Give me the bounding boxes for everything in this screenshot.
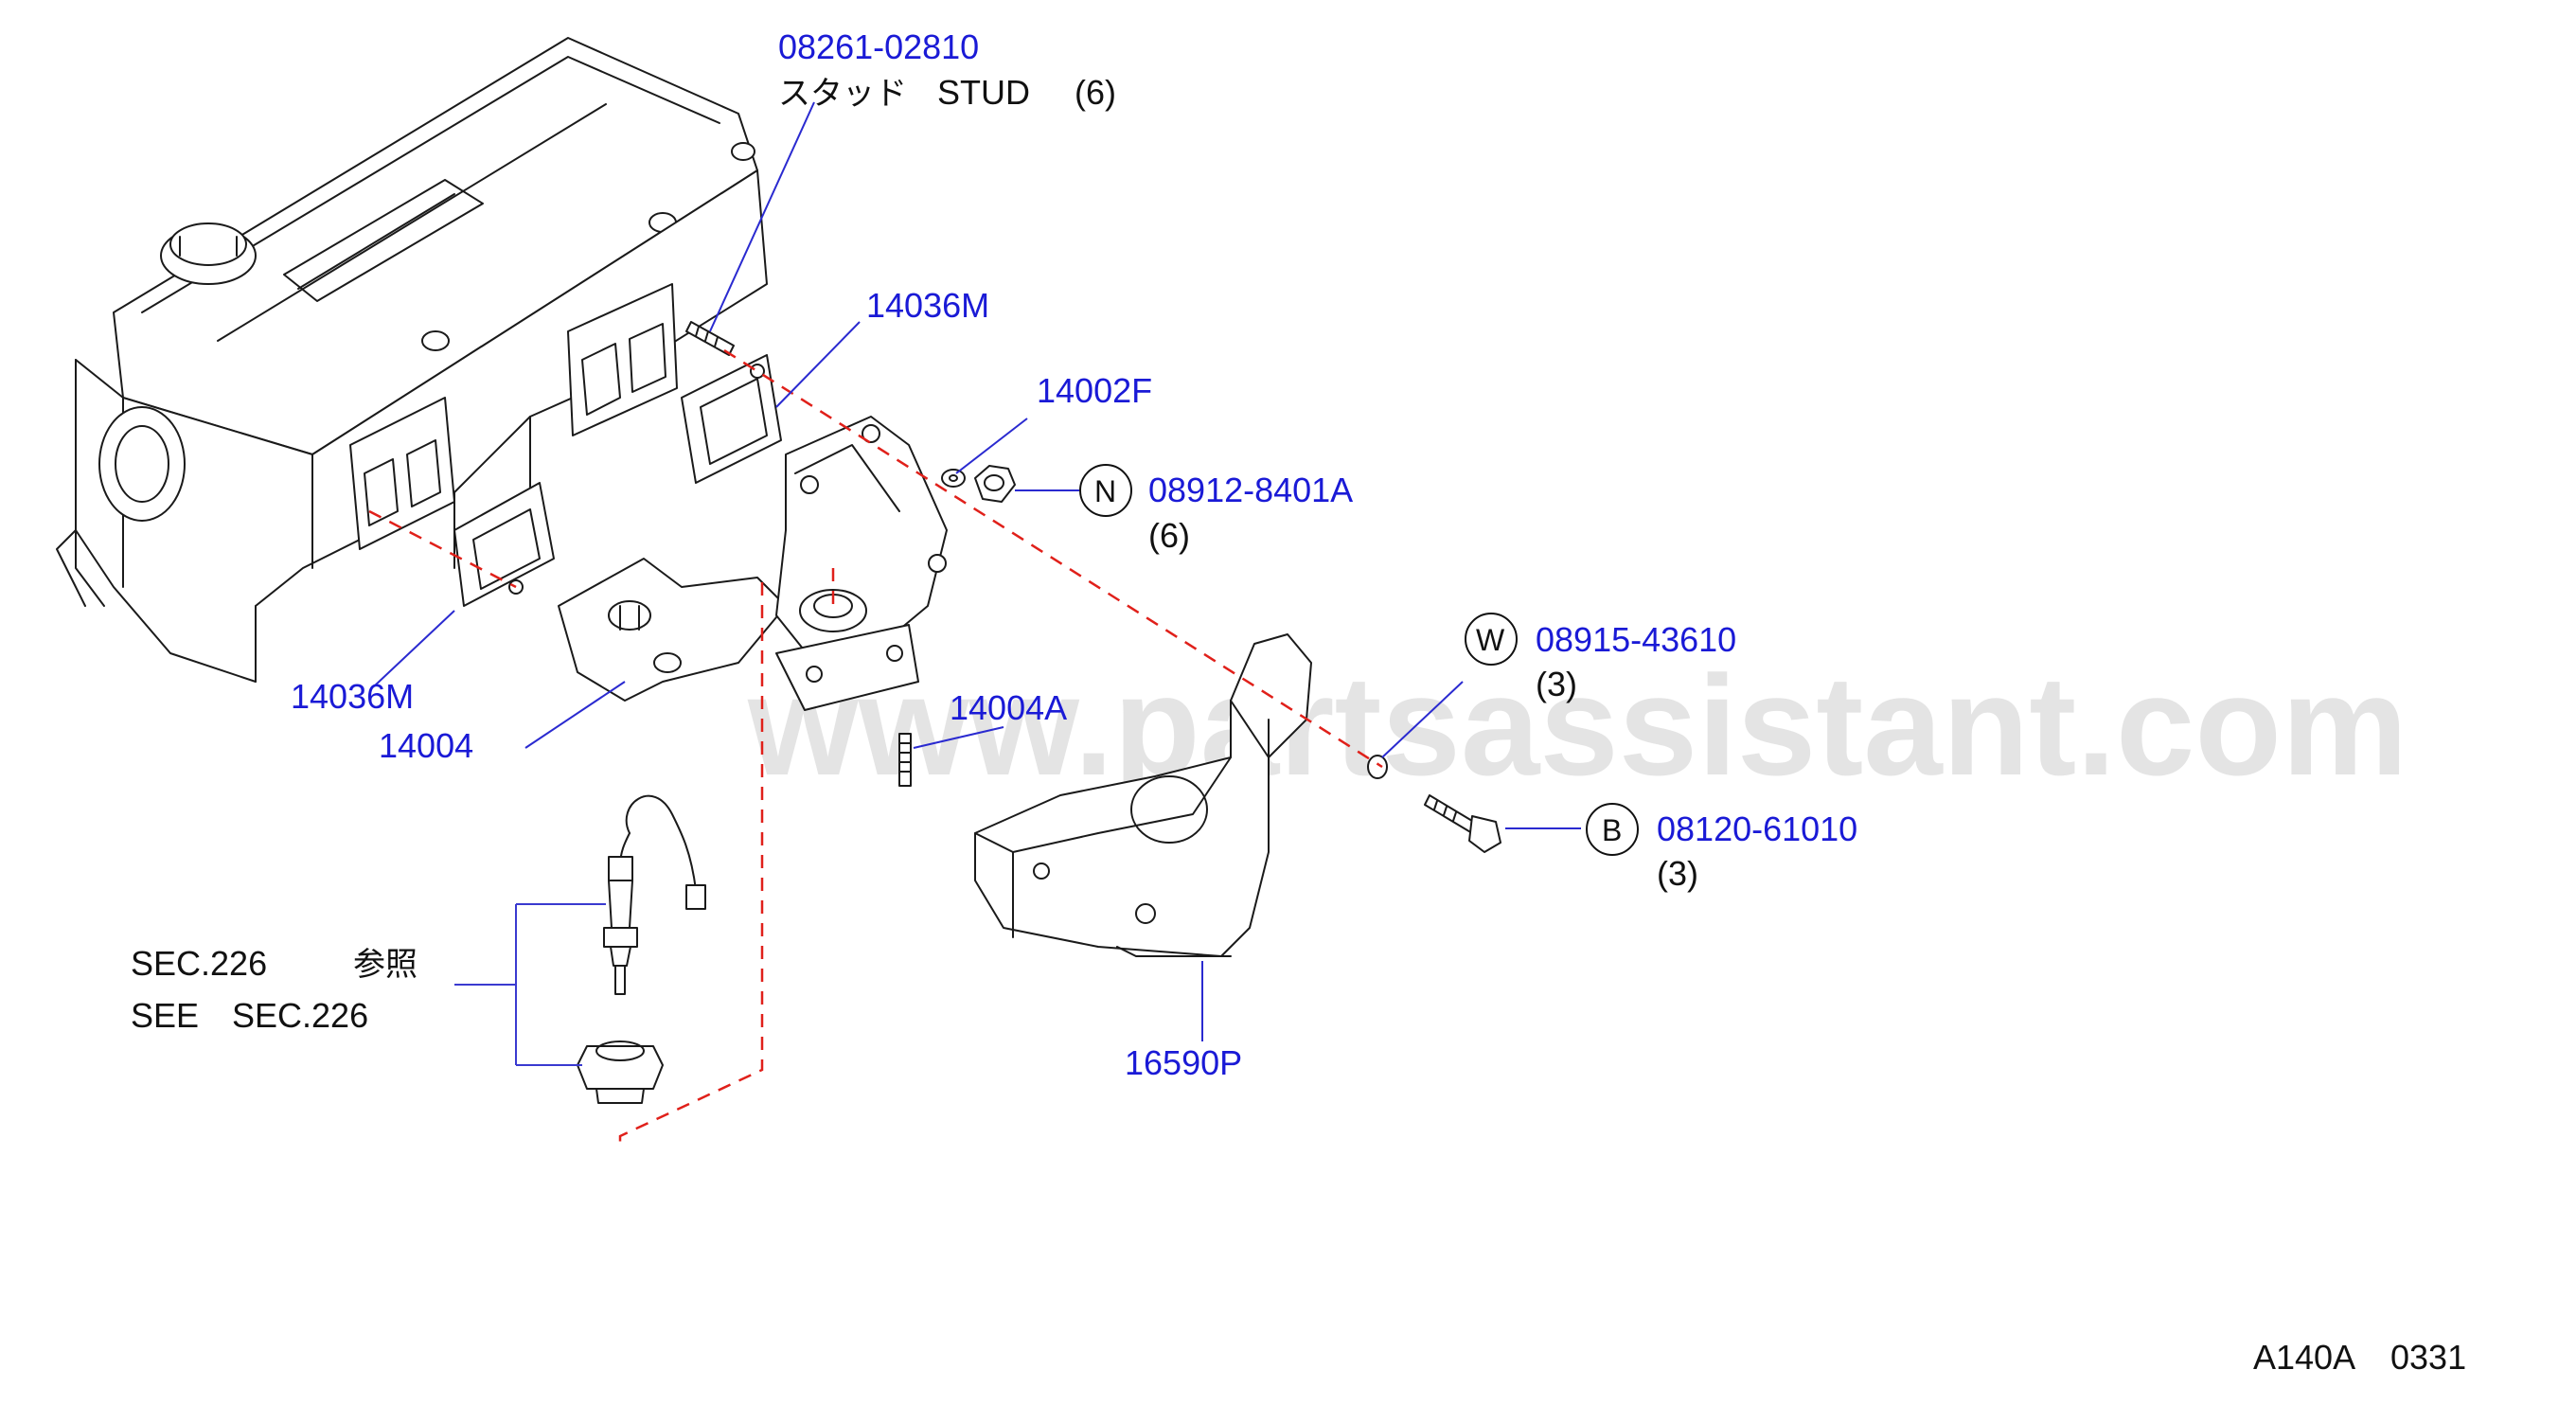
cylinder-head-drawing [56,37,768,683]
washer2-quantity: (3) [1536,665,1577,703]
exhaust-manifold-drawing [558,416,948,711]
manifold-stud-drawing [898,733,912,787]
nut-part-number[interactable]: 08912-8401A [1148,471,1353,509]
gasket-lower-drawing [453,482,555,607]
washer-w-drawing [1367,755,1388,779]
bolt-part-number[interactable]: 08120-61010 [1657,809,1857,848]
watermark-text: www.partsassistant.com [747,646,2407,805]
washer-drawing [941,469,966,488]
bolt-badge-letter: B [1602,813,1622,847]
washer-badge-letter: W [1476,623,1505,657]
nut-badge-circle [1079,464,1132,517]
stud-part-number[interactable]: 08261-02810 [778,27,979,66]
manifold-stud-part-number[interactable]: 14004A [950,688,1067,727]
oxygen-sensor-drawing [603,794,706,995]
bolt-badge-circle [1586,803,1639,856]
manifold-part-number[interactable]: 14004 [379,726,473,765]
nut-quantity: (6) [1148,516,1190,555]
see-sec-line2-b: SEC.226 [232,996,368,1035]
see-sec-line1: SEC.226 [131,944,267,983]
stud-jp-label: スタッド [778,75,907,113]
bolt-drawing [1424,794,1501,853]
washer-part-number[interactable]: 14002F [1037,371,1152,410]
see-sec-jp: 参照 [353,946,417,984]
stud-en-label: STUD [937,73,1030,112]
stud-drawing [685,321,735,356]
washer-badge-circle [1465,613,1518,666]
nut-drawing [974,465,1016,503]
washer2-part-number[interactable]: 08915-43610 [1536,620,1736,659]
cover-part-number[interactable]: 16590P [1125,1043,1242,1082]
bolt-quantity: (3) [1657,854,1698,893]
heat-cover-drawing [974,633,1312,957]
gasket-upper-part-number[interactable]: 14036M [866,286,989,325]
stud-quantity: (6) [1075,73,1116,112]
sensor-plug-drawing [577,1040,664,1104]
nut-badge-letter: N [1094,474,1116,508]
see-sec-line2-a: SEE [131,996,199,1035]
gasket-upper-drawing [681,354,782,484]
page-code: 0331 [2390,1338,2466,1377]
diagram-code: A140A [2253,1338,2355,1377]
gasket-lower-part-number[interactable]: 14036M [291,677,414,716]
leader-lines [373,101,1581,1066]
reference-lines [368,348,1383,1146]
